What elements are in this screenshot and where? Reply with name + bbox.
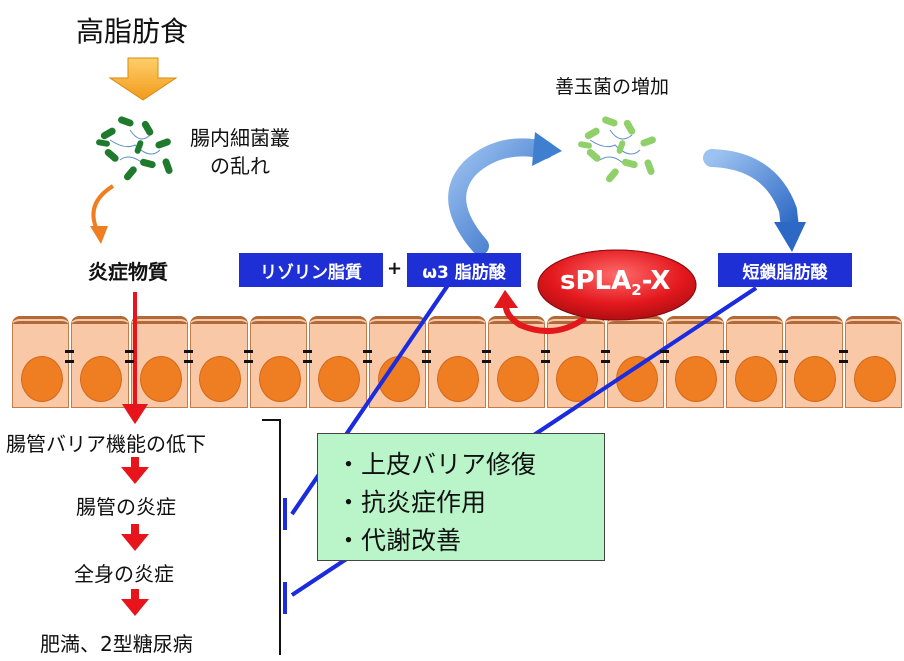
tight-junction (719, 350, 729, 363)
effect-metabolic-improvement: ・代謝改善 (336, 526, 462, 555)
epithelial-cell (428, 316, 491, 408)
cell-nucleus (556, 356, 599, 402)
good-bacteria-icon (578, 116, 656, 183)
epithelial-cell-layer (12, 316, 904, 408)
epithelial-cell (785, 316, 848, 408)
epithelial-cell (190, 316, 253, 408)
cell-nucleus (318, 356, 361, 402)
epithelial-cell (547, 316, 610, 408)
epithelial-cell (12, 316, 75, 408)
tight-junction (481, 350, 491, 363)
cell-nucleus (615, 356, 658, 402)
epithelial-cell (844, 316, 903, 408)
epithelial-cell (725, 316, 789, 408)
tight-junction (184, 350, 194, 363)
effects-box: ・上皮バリア修復 ・抗炎症作用 ・代謝改善 (317, 433, 605, 561)
step-barrier-decline: 腸管バリア機能の低下 (6, 432, 206, 456)
tight-junction (362, 350, 372, 363)
lysophospholipid-box: リゾリン脂質 (239, 253, 383, 287)
step-systemic-inflammation: 全身の炎症 (74, 562, 174, 586)
plus-sign: + (387, 258, 403, 279)
cell-nucleus (21, 356, 63, 402)
epithelial-cell (71, 316, 134, 408)
epithelial-cell (249, 316, 313, 408)
dysbiosis-label-line1: 腸内細菌叢 (190, 126, 290, 150)
blue-curved-arrow-right (703, 149, 799, 237)
omega3-fatty-acid-box: ω3 脂肪酸 (407, 253, 521, 287)
orange-down-arrow (108, 57, 178, 101)
short-chain-fatty-acid-box: 短鎖脂肪酸 (718, 253, 852, 287)
cell-nucleus (258, 356, 301, 402)
epithelial-cell (487, 316, 551, 408)
inflammatory-substance-label: 炎症物質 (88, 260, 168, 284)
cell-nucleus (496, 356, 539, 402)
tight-junction (303, 350, 313, 363)
tight-junction (422, 350, 432, 363)
epithelial-cell (368, 316, 432, 408)
cell-nucleus (199, 356, 242, 402)
spla2-x-label: sPLA2-X (560, 266, 671, 300)
cell-nucleus (139, 356, 182, 402)
tight-junction (660, 350, 670, 363)
orange-curved-arrow (91, 184, 115, 233)
tight-junction (779, 350, 789, 363)
tight-junction (243, 350, 253, 363)
epithelial-cell (666, 316, 729, 408)
epithelial-cell (309, 316, 372, 408)
cell-nucleus (437, 356, 480, 402)
cell-nucleus (80, 356, 123, 402)
dysbiosis-bacteria-icon (96, 116, 173, 181)
good-bacteria-label: 善玉菌の増加 (555, 76, 670, 98)
blue-curved-arrow-left (448, 138, 554, 255)
tight-junction (124, 350, 134, 363)
epithelial-cell (606, 316, 670, 408)
epithelial-cell (130, 316, 194, 408)
cell-nucleus (794, 356, 837, 402)
tight-junction (600, 350, 610, 363)
cell-nucleus (734, 356, 777, 402)
cell-nucleus (377, 356, 420, 402)
effect-anti-inflammatory: ・抗炎症作用 (336, 488, 487, 517)
steps-bracket (262, 419, 281, 655)
tight-junction (541, 350, 551, 363)
tight-junction (838, 350, 848, 363)
cell-nucleus (853, 356, 896, 402)
cell-nucleus (675, 356, 718, 402)
step-gut-inflammation: 腸管の炎症 (76, 495, 176, 519)
page-title: 高脂肪食 (76, 15, 189, 48)
dysbiosis-label-line2: の乱れ (210, 154, 270, 178)
step-obesity-diabetes: 肥満、2型糖尿病 (40, 632, 193, 656)
effect-barrier-repair: ・上皮バリア修復 (336, 450, 537, 479)
tight-junction (65, 350, 75, 363)
